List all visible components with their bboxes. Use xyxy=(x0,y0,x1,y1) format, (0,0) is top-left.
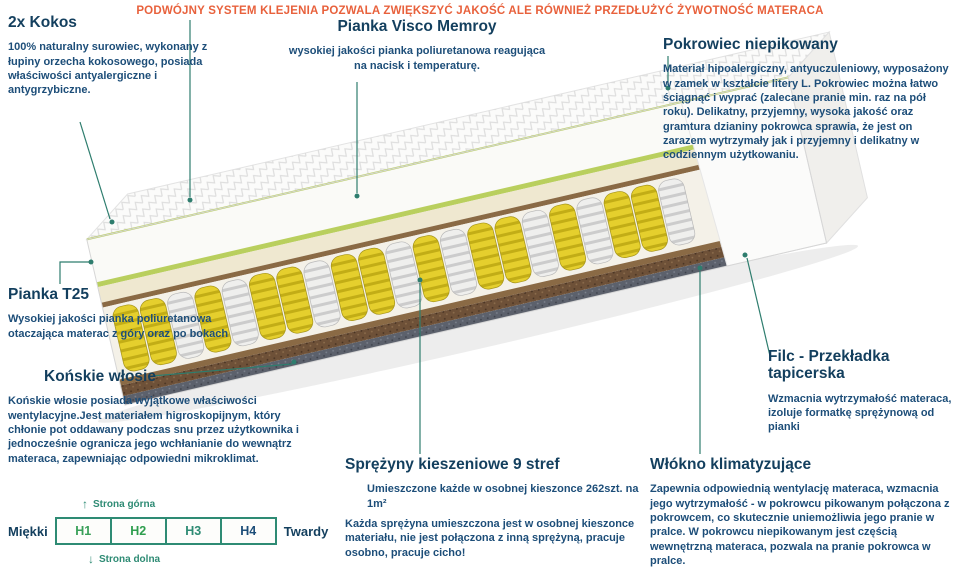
page-title: PODWÓJNY SYSTEM KLEJENIA POZWALA ZWIĘKSZ… xyxy=(136,5,824,17)
firmness-selector: H1 H2 H3 H4 xyxy=(54,517,277,545)
arrow-up-icon: ↑ xyxy=(82,497,88,511)
callout-sprezyny-body1: Umieszczone każde w osobnej kieszonce 26… xyxy=(367,483,639,510)
callout-t25-title: Pianka T25 xyxy=(8,286,89,303)
callout-pokrowiec-title: Pokrowiec niepikowany xyxy=(663,36,838,53)
cross-section-outline xyxy=(86,76,828,406)
mattress-shadow xyxy=(98,244,859,423)
layer-climate-fiber xyxy=(122,234,827,405)
callout-wlosie: Końskie włosie Końskie włosie posiada wy… xyxy=(8,368,308,466)
callout-kokos: 2x Kokos 100% naturalny surowiec, wykona… xyxy=(8,14,213,98)
layer-coconut xyxy=(120,223,825,397)
firmness-h4[interactable]: H4 xyxy=(219,519,275,543)
top-side-label: Strona górna xyxy=(93,498,156,510)
callout-filc-body: Wzmacnia wytrzymałość materaca, izoluje … xyxy=(768,392,952,434)
top-side-note: ↑ Strona górna xyxy=(82,497,368,511)
callout-filc: Filc - Przekładka tapicerska Wzmacnia wy… xyxy=(768,348,956,435)
bottom-side-note: ↓ Strona dolna xyxy=(88,552,368,566)
callout-kokos-title: 2x Kokos xyxy=(8,14,77,31)
callout-wlosie-body: Końskie włosie posiada wyjątkowe właściw… xyxy=(8,395,299,465)
callout-visco-body: wysokiej jakości pianka poliuretanowa re… xyxy=(288,45,546,72)
callout-kokos-body: 100% naturalny surowiec, wykonany z łupi… xyxy=(8,41,208,97)
callout-visco-title: Pianka Visco Memroy xyxy=(337,18,497,35)
callout-pokrowiec-body: Materiał hipoalergiczny, antyuczuleniowy… xyxy=(663,63,949,162)
callout-sprezyny-title: Sprężyny kieszeniowe 9 stref xyxy=(345,456,560,473)
callout-line-t25 xyxy=(59,261,89,284)
layer-visco-foam xyxy=(97,125,803,303)
callout-visco: Pianka Visco Memroy wysokiej jakości pia… xyxy=(282,18,552,73)
callout-t25-body: Wysokiej jakości pianka poliuretanowa ot… xyxy=(8,313,229,340)
callout-pokrowiec: Pokrowiec niepikowany Materiał hipoalerg… xyxy=(663,36,955,162)
callout-line-wlosie xyxy=(151,363,293,377)
callout-lines xyxy=(59,20,771,454)
callout-line-filc xyxy=(746,257,771,357)
callout-sprezyny: Sprężyny kieszeniowe 9 stref Umieszczone… xyxy=(345,456,640,560)
bottom-side-label: Strona dolna xyxy=(99,553,161,565)
callout-wlokno-body: Zapewnia odpowiednią wentylację materaca… xyxy=(650,483,950,567)
callout-sprezyny-body2: Każda sprężyna umieszczona jest w osobne… xyxy=(345,517,635,559)
callout-wlosie-title: Końskie włosie xyxy=(44,368,156,385)
mattress-body xyxy=(85,30,868,423)
firmness-scale: ↑ Strona górna Miękki H1 H2 H3 H4 Twardy… xyxy=(8,497,368,566)
hard-label: Twardy xyxy=(283,523,329,539)
firmness-h1[interactable]: H1 xyxy=(75,524,92,538)
layer-green-foam xyxy=(96,120,800,288)
layer-felt-bottom xyxy=(119,217,823,386)
callout-line-kokos xyxy=(79,121,111,220)
callout-wlokno-title: Włókno klimatyzujące xyxy=(650,456,812,473)
callout-filc-title: Filc - Przekładka tapicerska xyxy=(768,348,890,383)
callout-t25: Pianka T25 Wysokiej jakości pianka poliu… xyxy=(8,286,236,341)
arrow-down-icon: ↓ xyxy=(88,552,94,566)
callout-wlokno: Włókno klimatyzujące Zapewnia odpowiedni… xyxy=(650,456,956,568)
soft-label: Miękki xyxy=(8,523,48,539)
layer-felt-top xyxy=(101,140,805,308)
firmness-h3[interactable]: H3 xyxy=(164,519,220,543)
firmness-h2[interactable]: H2 xyxy=(109,519,165,543)
